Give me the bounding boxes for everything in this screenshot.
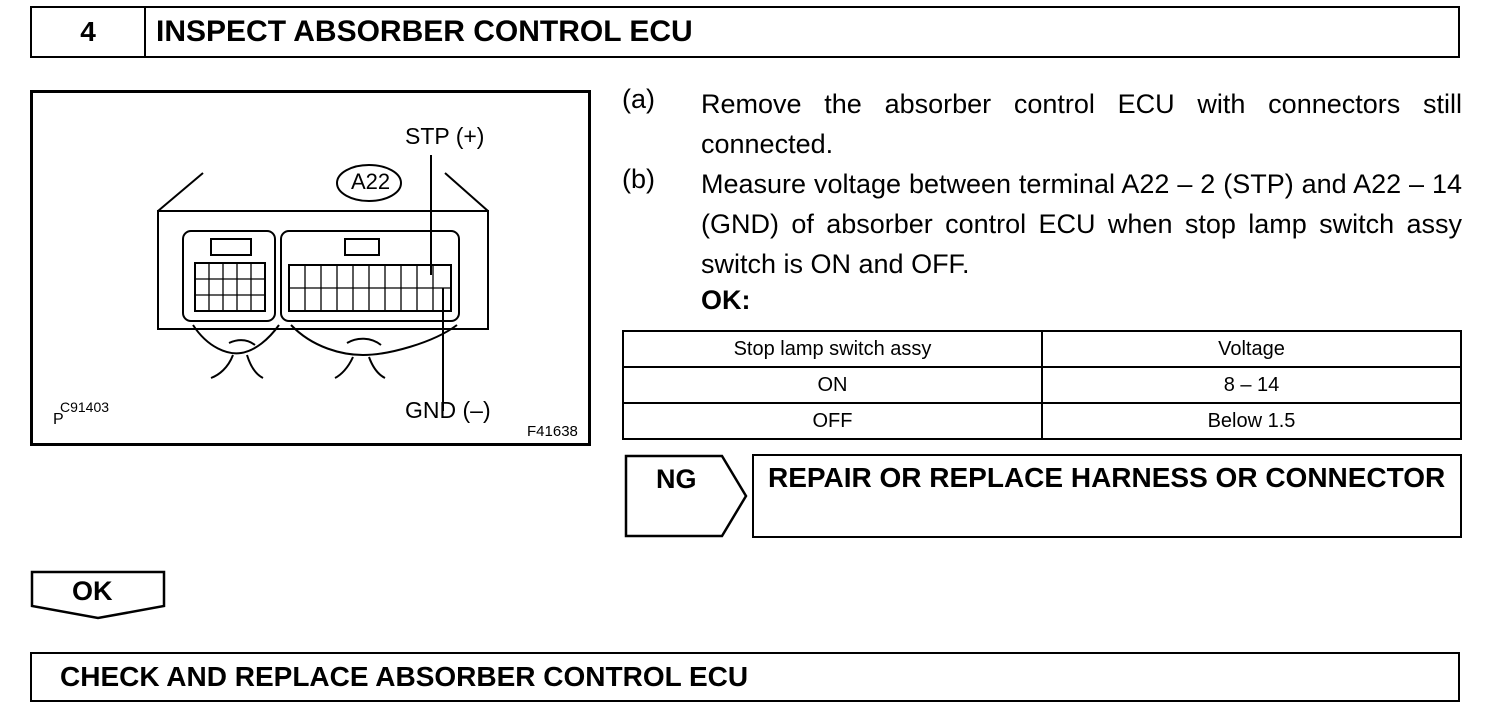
step-number: 4 [32, 8, 146, 56]
gnd-terminal-label: GND (–) [405, 397, 491, 423]
table-row: ON 8 – 14 [622, 366, 1462, 404]
ng-action-box: REPAIR OR REPLACE HARNESS OR CONNECTOR [752, 454, 1462, 538]
ok-tab-label: OK [72, 576, 113, 606]
step-header: 4 INSPECT ABSORBER CONTROL ECU [30, 6, 1460, 58]
ng-label: NG [656, 464, 697, 494]
step-a-letter: (a) [622, 84, 655, 114]
left-code: C91403 [60, 399, 110, 415]
figure-code: F41638 [527, 423, 578, 440]
connector-label: A22 [351, 169, 391, 194]
table-row: OFF Below 1.5 [622, 402, 1462, 440]
step-a-text: Remove the absorber control ECU with con… [701, 89, 1462, 159]
ng-arrow-tab [624, 454, 748, 538]
ecu-connector-drawing [157, 155, 489, 411]
table-cell: OFF [622, 402, 1043, 440]
ok-arrow-tab [30, 570, 166, 620]
table-cell: 8 – 14 [1041, 366, 1462, 404]
spec-table: Stop lamp switch assy Voltage ON 8 – 14 … [622, 330, 1462, 440]
table-header-row: Stop lamp switch assy Voltage [622, 330, 1462, 368]
table-header-cell: Voltage [1041, 330, 1462, 368]
step-title: INSPECT ABSORBER CONTROL ECU [156, 15, 693, 48]
ng-action-text: REPAIR OR REPLACE HARNESS OR CONNECTOR [768, 462, 1446, 493]
step-b-letter: (b) [622, 164, 655, 194]
table-cell: ON [622, 366, 1043, 404]
ok-action-box: CHECK AND REPLACE ABSORBER CONTROL ECU [30, 652, 1460, 702]
table-cell: Below 1.5 [1041, 402, 1462, 440]
table-header-cell: Stop lamp switch assy [622, 330, 1043, 368]
stp-terminal-label: STP (+) [405, 123, 485, 149]
ok-criteria-label: OK: [701, 285, 751, 315]
step-b-text: Measure voltage between terminal A22 – 2… [701, 169, 1462, 279]
connector-figure: A22 STP (+) GND (–) P C91403 F41638 [30, 90, 591, 446]
left-code-prefix: P [53, 411, 64, 428]
